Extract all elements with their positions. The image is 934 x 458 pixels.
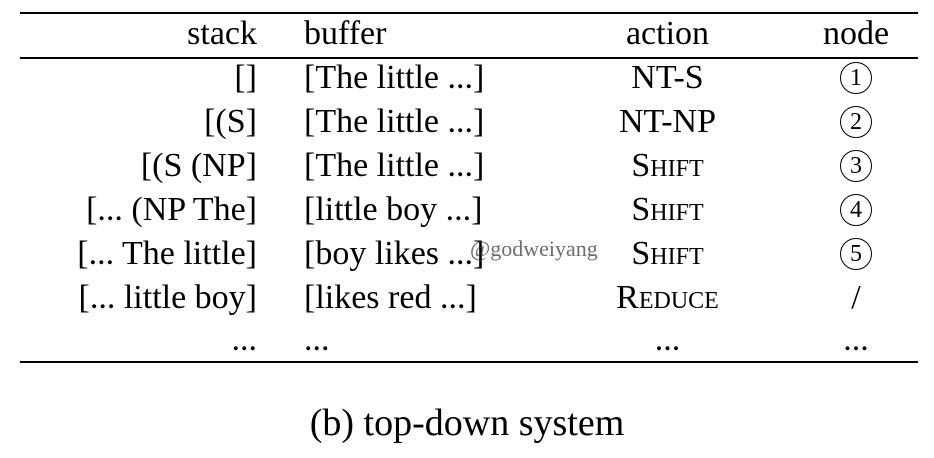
node-cell: 4: [806, 188, 906, 232]
header-buffer: buffer: [304, 15, 387, 52]
bottom-rule: [20, 361, 918, 363]
action-cell: NT-S: [631, 59, 704, 96]
table-row: [] [The little ...] NT-S 1: [20, 56, 918, 100]
header-node: node: [822, 15, 890, 52]
action-cell: Shift: [631, 191, 704, 228]
stack-cell: [(S]: [204, 103, 257, 140]
action-cell: Shift: [631, 147, 704, 184]
buffer-cell: ...: [304, 321, 330, 358]
node-cell: 1: [806, 56, 906, 100]
stack-cell: ...: [231, 321, 258, 358]
table-row: [... (NP The] [little boy ...] Shift 4: [20, 188, 918, 232]
stack-cell: []: [234, 59, 257, 96]
circled-node-number: 1: [840, 62, 872, 95]
figure-caption: (b) top-down system: [309, 402, 625, 444]
table-row: [... little boy] [likes red ...] Reduce …: [20, 276, 918, 320]
buffer-cell: [boy likes ...]: [304, 235, 485, 272]
table-row: ... ... ... ...: [20, 318, 918, 362]
header-action: action: [625, 15, 710, 52]
action-cell: NT-NP: [619, 103, 716, 140]
node-cell: /: [851, 279, 861, 316]
buffer-cell: [The little ...]: [304, 59, 485, 96]
stack-cell: [(S (NP]: [140, 147, 257, 184]
table-row: [(S] [The little ...] NT-NP 2: [20, 100, 918, 144]
circled-node-number: 5: [840, 238, 872, 271]
action-cell: Reduce: [616, 279, 719, 316]
buffer-cell: [The little ...]: [304, 103, 485, 140]
action-cell: Shift: [631, 235, 704, 272]
stack-cell: [... little boy]: [78, 279, 257, 316]
circled-node-number: 2: [840, 106, 872, 139]
node-cell: 5: [806, 232, 906, 276]
header-row: stack buffer action node: [20, 12, 918, 56]
table-row: [... The little] [boy likes ...] Shift 5: [20, 232, 918, 276]
node-cell: 2: [806, 100, 906, 144]
node-cell: ...: [843, 321, 869, 358]
action-cell: ...: [654, 321, 681, 358]
circled-node-number: 3: [840, 150, 872, 183]
watermark: @godweiyang: [470, 236, 598, 261]
circled-node-number: 4: [840, 194, 872, 227]
buffer-cell: [The little ...]: [304, 147, 485, 184]
stack-cell: [... The little]: [77, 235, 257, 272]
header-stack: stack: [187, 15, 257, 52]
buffer-cell: [little boy ...]: [304, 191, 483, 228]
table-row: [(S (NP] [The little ...] Shift 3: [20, 144, 918, 188]
header-rule: [20, 57, 918, 59]
top-rule: [20, 12, 918, 14]
node-cell: 3: [806, 144, 906, 188]
stack-cell: [... (NP The]: [86, 191, 257, 228]
buffer-cell: [likes red ...]: [304, 279, 477, 316]
